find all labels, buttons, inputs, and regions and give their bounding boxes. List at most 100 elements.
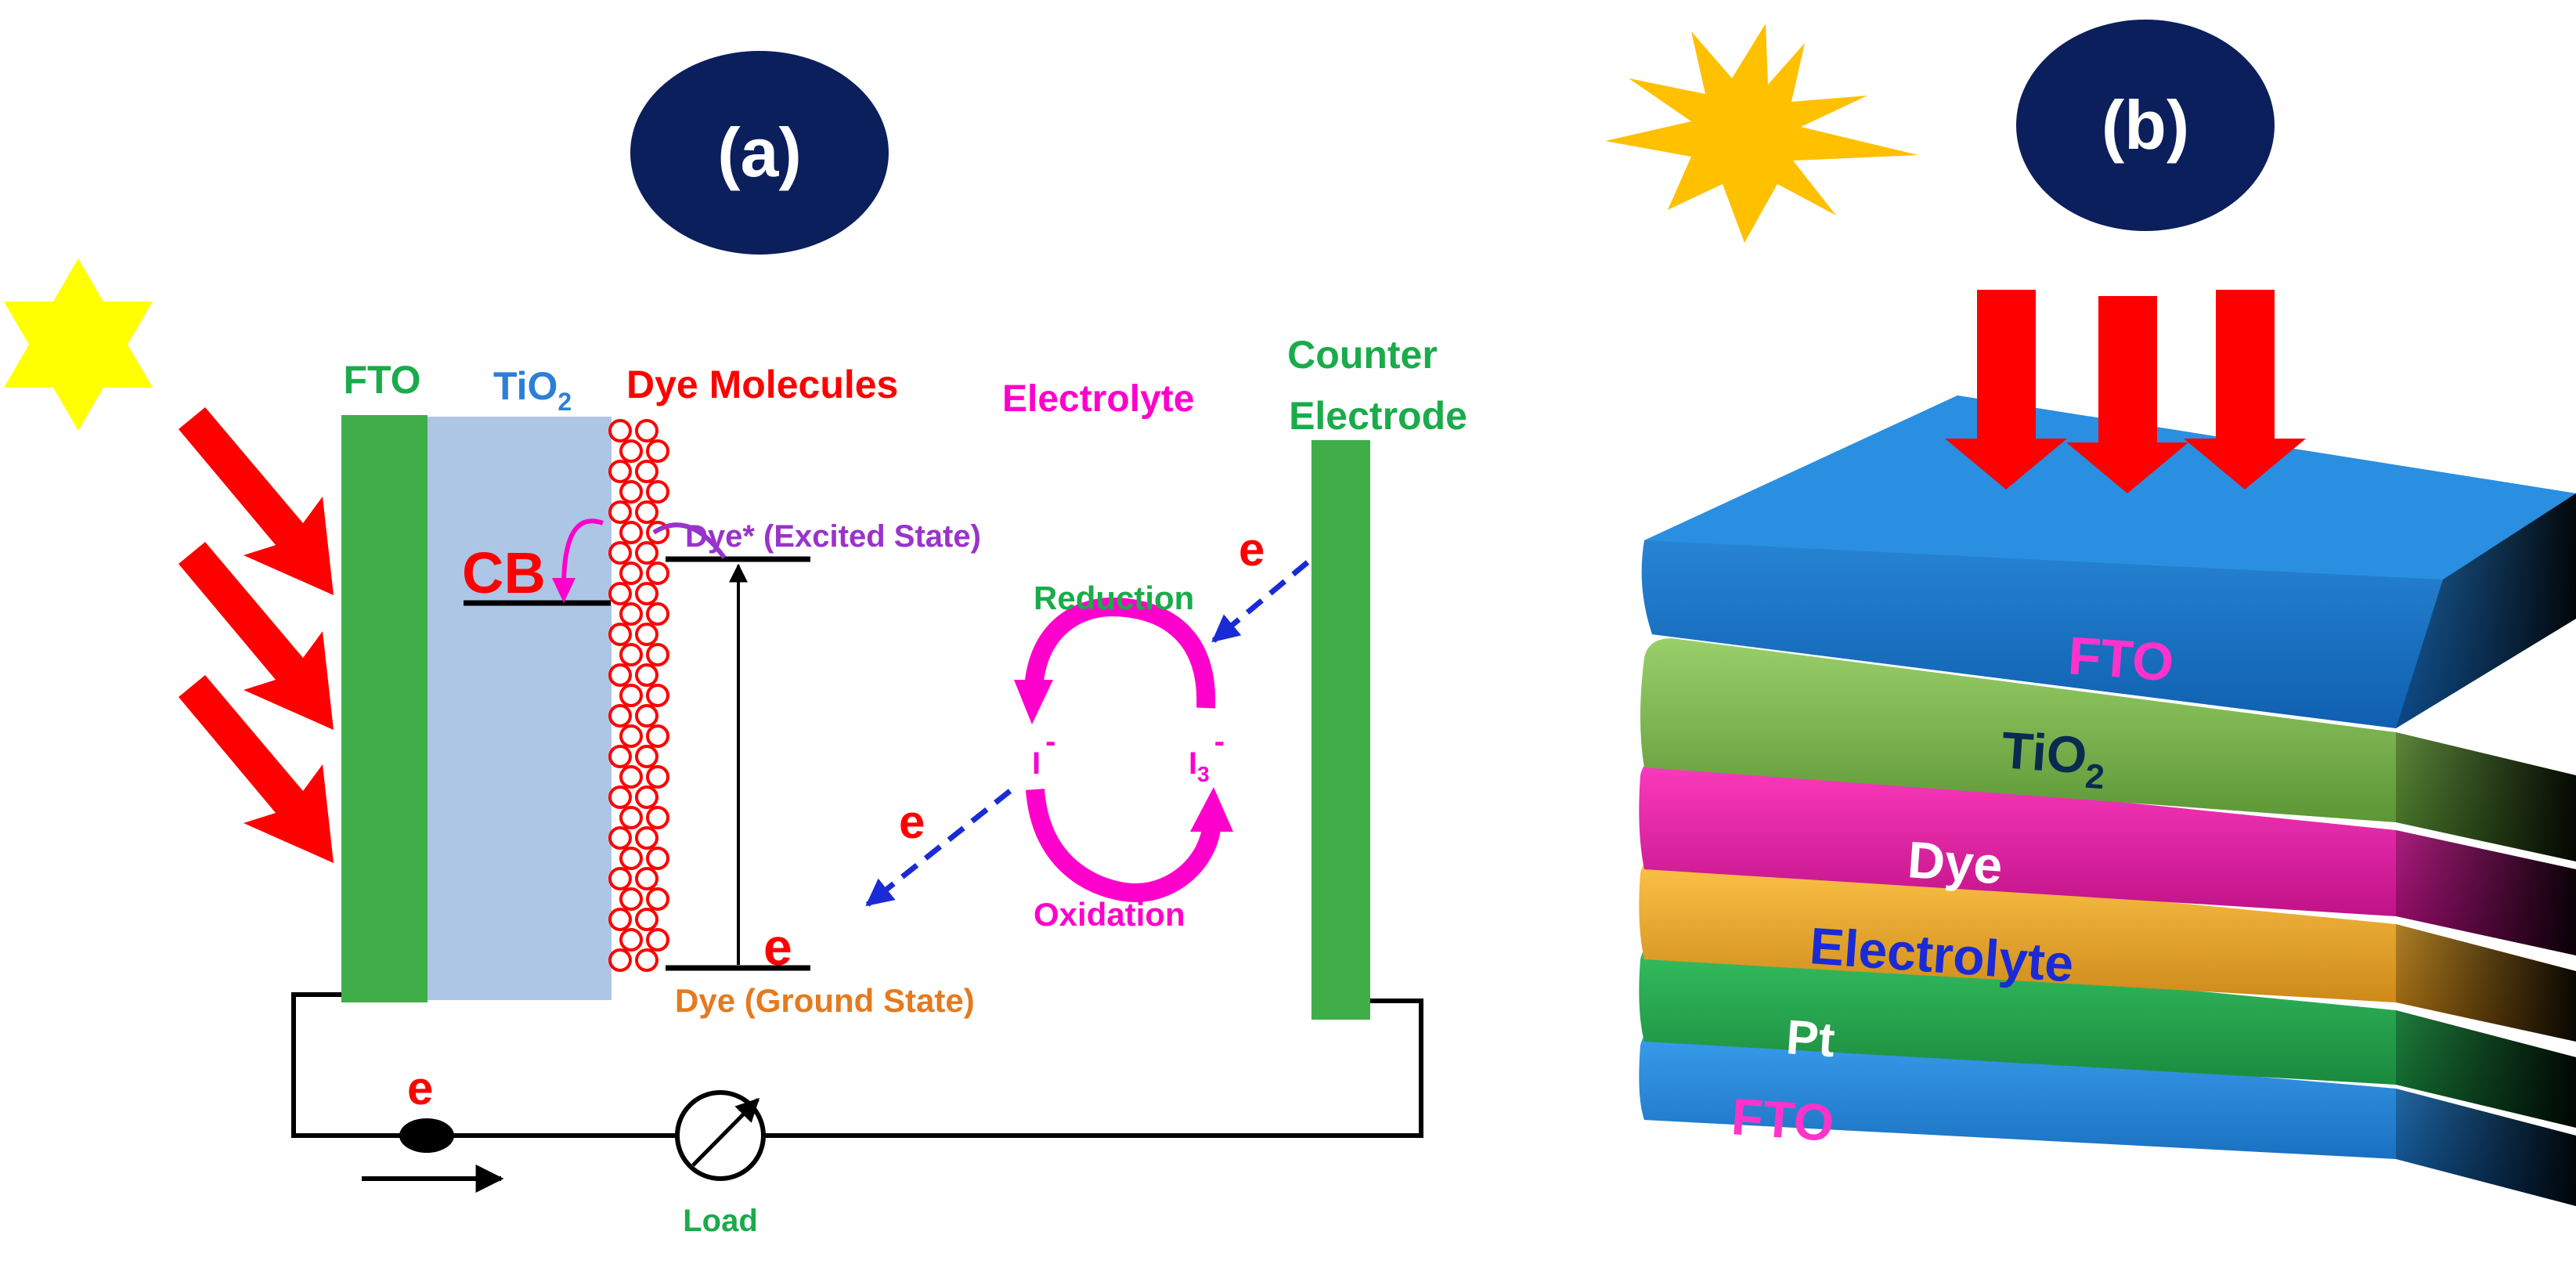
layer-label-dye: Dye bbox=[1906, 830, 2004, 894]
excitation-arc bbox=[652, 522, 727, 559]
load-label: Load bbox=[683, 1204, 758, 1238]
light-arrow-3 bbox=[179, 675, 334, 863]
layer-tio2 bbox=[1640, 638, 2576, 861]
dye-molecule bbox=[608, 541, 632, 565]
layer-pt bbox=[1639, 940, 2576, 1128]
dye-molecule bbox=[646, 928, 669, 952]
dye-ground-label: Dye (Ground State) bbox=[675, 982, 975, 1019]
layer-dye bbox=[1639, 756, 2576, 955]
counter-label-line1: Counter bbox=[1287, 333, 1438, 377]
dye-molecule bbox=[646, 765, 669, 789]
light-arrows bbox=[179, 407, 334, 863]
light-arrow-2 bbox=[179, 542, 334, 730]
panel-a: (a) FTO TiO2 Dye Molecules Electrolyte C… bbox=[4, 51, 1467, 1238]
dye-molecule bbox=[635, 785, 658, 809]
dye-molecule bbox=[619, 521, 643, 544]
triiodide-label: I3- bbox=[1189, 724, 1225, 786]
dye-molecule bbox=[646, 643, 669, 666]
layer-label-tio2: TiO2 bbox=[1999, 720, 2108, 796]
dye-molecule bbox=[608, 582, 632, 605]
dye-molecule bbox=[635, 541, 658, 565]
dye-molecule bbox=[646, 602, 669, 626]
dye-molecule bbox=[619, 643, 643, 666]
layer-label-tio2-sub: 2 bbox=[2084, 757, 2106, 797]
layer-label-fto-top: FTO bbox=[2066, 626, 2176, 692]
dye-molecule-circles bbox=[608, 419, 669, 972]
dye-molecule bbox=[608, 908, 632, 931]
reduction-label: Reduction bbox=[1034, 580, 1194, 616]
triiodide-charge: - bbox=[1214, 724, 1225, 759]
light-arrow-b3 bbox=[2184, 290, 2306, 489]
layer-label-fto-bottom: FTO bbox=[1730, 1087, 1836, 1152]
dye-molecule bbox=[619, 806, 643, 829]
dye-molecule bbox=[608, 623, 632, 646]
dye-molecule bbox=[608, 663, 632, 687]
panel-a-badge-label: (a) bbox=[717, 114, 802, 191]
injection-arrowhead bbox=[552, 578, 575, 603]
dye-molecule bbox=[635, 745, 658, 768]
reduction-arc bbox=[1024, 597, 1216, 709]
dye-molecule bbox=[646, 887, 669, 911]
dye-molecule bbox=[635, 948, 658, 972]
ground-electron-label: e bbox=[763, 918, 792, 976]
dye-molecule bbox=[646, 847, 669, 870]
tio2-label-sub: 2 bbox=[557, 388, 572, 416]
light-arrow-1 bbox=[179, 407, 334, 595]
dye-molecule bbox=[635, 704, 658, 728]
dye-molecule bbox=[619, 562, 643, 585]
panel-b-badge-label: (b) bbox=[2102, 86, 2189, 164]
fto-electrode bbox=[341, 415, 428, 1002]
dye-molecule bbox=[635, 460, 658, 483]
electron-arrow-counter bbox=[1211, 560, 1310, 643]
oxidation-arrowhead bbox=[1190, 787, 1233, 832]
dye-molecule bbox=[619, 847, 643, 870]
layer-stack bbox=[1639, 395, 2576, 1206]
tio2-label: TiO2 bbox=[493, 364, 572, 416]
dye-molecule bbox=[608, 867, 632, 890]
panel-a-badge bbox=[630, 51, 889, 255]
counter-label-line2: Electrode bbox=[1289, 394, 1467, 438]
dye-molecule bbox=[608, 745, 632, 768]
fto-label: FTO bbox=[343, 358, 420, 402]
injection-arc bbox=[561, 518, 604, 588]
sun-burst-icon bbox=[1605, 23, 1918, 243]
dye-molecule bbox=[635, 826, 658, 850]
dye-molecule bbox=[646, 480, 669, 504]
dye-molecule bbox=[646, 724, 669, 748]
dye-molecule bbox=[619, 684, 643, 707]
dye-molecule bbox=[635, 867, 658, 890]
layer-label-tio2-main: TiO bbox=[2000, 720, 2089, 784]
layer-fto-top bbox=[1641, 395, 2576, 728]
dye-molecule bbox=[635, 419, 658, 442]
dye-molecule bbox=[646, 684, 669, 707]
dye-molecule bbox=[646, 562, 669, 585]
dye-molecule bbox=[619, 765, 643, 789]
counter-electron-label: e bbox=[1239, 523, 1265, 576]
dye-molecule bbox=[619, 602, 643, 626]
dye-excited-label: Dye* (Excited State) bbox=[685, 519, 981, 554]
light-arrow-b2 bbox=[2066, 296, 2188, 493]
layer-label-pt: Pt bbox=[1784, 1010, 1837, 1067]
dye-molecule bbox=[635, 908, 658, 931]
panel-b-badge bbox=[2016, 20, 2275, 231]
iodide-charge: - bbox=[1045, 724, 1055, 759]
triiodide-main: I bbox=[1189, 746, 1197, 781]
layer-electrolyte bbox=[1639, 854, 2576, 1042]
dye-molecule bbox=[619, 928, 643, 952]
cb-label: CB bbox=[462, 540, 546, 605]
circuit-electron-label: e bbox=[407, 1062, 433, 1114]
sun-icon bbox=[4, 258, 153, 431]
dye-molecule bbox=[646, 806, 669, 829]
dye-molecule bbox=[635, 582, 658, 605]
dye-molecule bbox=[619, 887, 643, 911]
dye-molecule bbox=[608, 500, 632, 524]
oxidation-label: Oxidation bbox=[1034, 896, 1185, 933]
tio2-region bbox=[428, 417, 612, 1000]
reduction-arrowhead bbox=[1014, 680, 1053, 724]
redox-cycle: Reduction Oxidation I- I3- bbox=[1014, 580, 1233, 933]
dye-electron-label: e bbox=[899, 796, 925, 848]
layer-fto-bottom bbox=[1639, 1026, 2576, 1206]
load-needle bbox=[691, 1097, 760, 1167]
dye-molecule bbox=[635, 663, 658, 687]
